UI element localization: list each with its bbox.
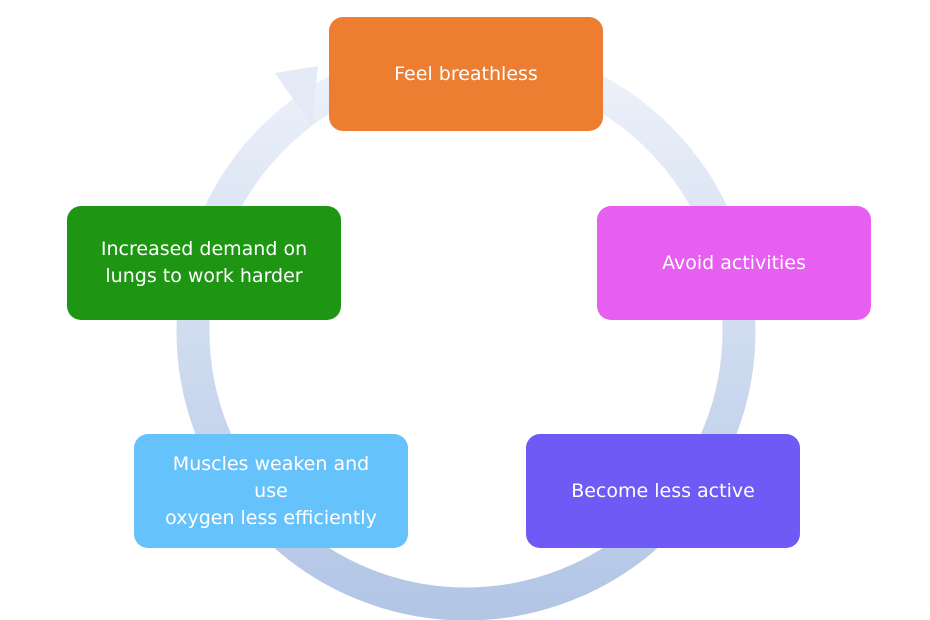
node-feel-breathless: Feel breathless [329, 17, 603, 131]
node-increased-demand: Increased demand on lungs to work harder [67, 206, 341, 320]
node-label: Avoid activities [662, 251, 806, 274]
node-label: Feel breathless [394, 62, 538, 85]
node-label: Become less active [571, 479, 755, 502]
node-label: Increased demand on lungs to work harder [100, 238, 308, 287]
node-muscles-weaken: Muscles weaken and use oxygen less effic… [134, 434, 408, 548]
node-become-less-active: Become less active [526, 434, 800, 548]
node-avoid-activities: Avoid activities [597, 206, 871, 320]
node-label: Muscles weaken and use oxygen less effic… [165, 452, 377, 529]
cycle-arrow-head [275, 66, 318, 126]
